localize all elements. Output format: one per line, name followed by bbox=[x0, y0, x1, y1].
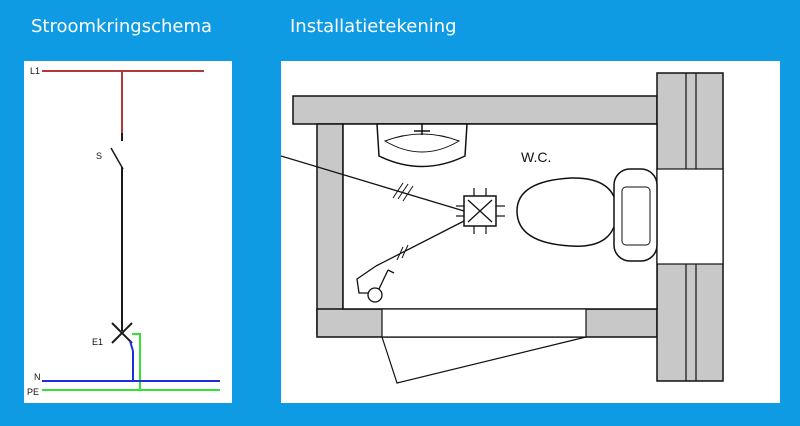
label-neutral: N bbox=[34, 372, 41, 382]
wall-switch-lever-tip bbox=[387, 269, 395, 274]
wall-top-left bbox=[292, 95, 658, 125]
wall-switch-lever bbox=[378, 269, 389, 290]
wash-basin bbox=[376, 123, 468, 168]
switch-cable-2 bbox=[356, 265, 377, 294]
installation-title: Installatietekening bbox=[290, 16, 457, 37]
switch-cable bbox=[375, 220, 465, 267]
junction-box-x2 bbox=[467, 199, 493, 223]
installation-floorplan: W.C. bbox=[281, 72, 724, 384]
cable-tick bbox=[402, 185, 414, 202]
toilet-bowl bbox=[516, 177, 618, 247]
wall-door-opening bbox=[656, 168, 724, 265]
label-l1: L1 bbox=[30, 66, 40, 76]
label-earth: PE bbox=[27, 387, 39, 397]
supply-cable bbox=[281, 155, 465, 212]
lamp-symbol-b bbox=[111, 322, 133, 344]
circuit-schema-diagram: L1 S E1 N PE bbox=[27, 66, 220, 397]
installation-drawing-panel: W.C. bbox=[281, 61, 780, 403]
cable-tick bbox=[392, 182, 404, 199]
earth-drop-wire bbox=[132, 333, 141, 390]
door-threshold bbox=[381, 308, 587, 338]
basin-bowl bbox=[383, 133, 461, 153]
label-lamp: E1 bbox=[92, 337, 103, 347]
label-switch: S bbox=[96, 151, 102, 161]
schema-title: Stroomkringschema bbox=[31, 16, 213, 37]
wall-left bbox=[316, 123, 344, 335]
door-swing bbox=[381, 336, 587, 384]
circuit-schema-panel: L1 S E1 N PE bbox=[24, 61, 232, 403]
cable-tick bbox=[397, 183, 409, 200]
cable-tick bbox=[396, 246, 404, 261]
room-label: W.C. bbox=[521, 149, 551, 165]
wall-switch bbox=[367, 287, 383, 303]
neutral-drop-wire bbox=[129, 340, 134, 352]
toilet-tank-inner bbox=[621, 186, 651, 246]
cable-tick bbox=[401, 244, 409, 259]
switch-lever bbox=[110, 147, 124, 170]
